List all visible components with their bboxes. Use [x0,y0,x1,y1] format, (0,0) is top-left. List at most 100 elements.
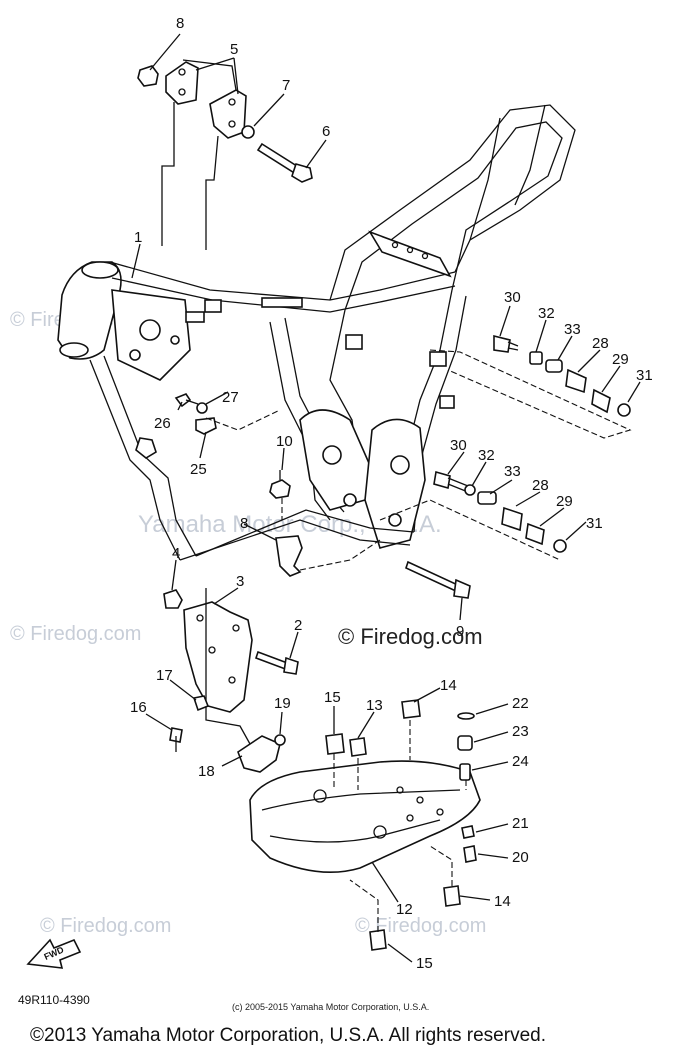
fwd-arrow: FWD [26,938,82,969]
watermark-firedog-center: © Firedog.com [338,624,483,649]
skid-plate-12 [249,760,481,873]
callout-30-lower: 30 [450,437,467,454]
callout-24: 24 [512,753,529,770]
bolt-16 [169,727,183,743]
damper-14-lower [443,885,461,907]
engine-bracket-3 [183,601,253,713]
callout-16: 16 [130,699,147,716]
bolt-26 [174,393,192,408]
callout-labels: 8 5 7 6 1 30 32 33 28 29 31 27 26 25 10 … [130,15,653,972]
collar-32-upper [529,351,543,365]
nut-8-top [137,65,159,87]
damper-15-upper [325,733,345,755]
callout-8-lower: 8 [240,515,248,532]
engine-bracket-5b [209,89,247,139]
washer-27 [196,402,208,414]
callout-10: 10 [276,433,293,450]
callout-15-upper: 15 [324,689,341,706]
callout-5: 5 [230,41,238,58]
engine-bracket-5a [165,61,199,105]
lower-engine-bracket-group [269,470,471,599]
bolt-20 [463,845,477,863]
callout-31-upper: 31 [636,367,653,384]
callout-20: 20 [512,849,529,866]
diagram-code: 49R110-4390 [18,993,90,1007]
callout-25: 25 [190,461,207,478]
callout-27: 27 [222,389,239,406]
nut-19 [274,734,286,746]
lower-pivot-hardware [379,470,567,561]
callout-15-lower: 15 [416,955,433,972]
damper-14-upper [401,699,421,719]
bolt-17 [192,695,210,712]
callout-4: 4 [172,545,180,562]
callout-7: 7 [282,77,290,94]
callout-6: 6 [322,123,330,140]
skid-plate-group [237,699,481,951]
collar-32-lower [464,484,476,496]
callout-31-lower: 31 [586,515,603,532]
skid-bracket-18 [237,735,281,773]
watermark-firedog-bottom-left: © Firedog.com [40,915,171,937]
callout-1: 1 [134,229,142,246]
bushing-28-upper [565,368,587,394]
clip-group-25-27 [174,393,281,435]
watermark-firedog-left-2: © Firedog.com [10,623,141,645]
front-lower-bracket-group [163,588,299,752]
bolt-9-shank [405,560,461,594]
copyright-small: (c) 2005-2015 Yamaha Motor Corporation, … [232,1002,429,1012]
collar-24 [459,763,471,781]
callout-32-upper: 32 [538,305,555,322]
clip-25 [195,417,217,435]
collar-29-lower [525,522,545,546]
callout-28-lower: 28 [532,477,549,494]
bushing-33-lower [477,491,497,505]
callout-8: 8 [176,15,184,32]
callout-18: 18 [198,763,215,780]
callout-13: 13 [366,697,383,714]
washer-7 [241,125,255,139]
nut-10 [269,479,291,499]
watermark-firedog-bottom-right: © Firedog.com [355,915,486,937]
nut-31-lower [553,539,567,553]
callout-29-lower: 29 [556,493,573,510]
callout-33-upper: 33 [564,321,581,338]
nut-31-upper [617,403,631,417]
callout-9: 9 [456,623,464,640]
callout-14-upper: 14 [440,677,457,694]
nut-21 [461,825,475,839]
callout-19: 19 [274,695,291,712]
bolt-9-head [453,578,471,599]
callout-23: 23 [512,723,529,740]
bushing-28-lower [501,506,523,532]
callout-21: 21 [512,815,529,832]
bushing-33-upper [545,359,563,373]
main-frame [57,104,576,561]
callout-26: 26 [154,415,171,432]
callout-14-lower: 14 [494,893,511,910]
engine-bracket-8b [275,535,303,577]
callout-33-lower: 33 [504,463,521,480]
upper-pivot-hardware [429,334,632,439]
damper-15-lower [369,929,387,951]
callout-29-upper: 29 [612,351,629,368]
bolt-6-head [291,163,313,183]
bolt-2-head [283,656,299,675]
copyright-footer: ©2013 Yamaha Motor Corporation, U.S.A. A… [30,1025,546,1046]
upper-engine-bracket-group [137,59,313,250]
washer-22 [457,712,475,720]
nut-4 [163,589,183,609]
callout-28-upper: 28 [592,335,609,352]
collar-29-upper [591,388,611,414]
callout-17: 17 [156,667,173,684]
callout-3: 3 [236,573,244,590]
damper-23 [457,735,473,751]
damper-13 [349,737,367,757]
callout-30-upper: 30 [504,289,521,306]
callout-2: 2 [294,617,302,634]
callout-22: 22 [512,695,529,712]
callout-12: 12 [396,901,413,918]
callout-32-lower: 32 [478,447,495,464]
leader-lines [131,33,641,963]
